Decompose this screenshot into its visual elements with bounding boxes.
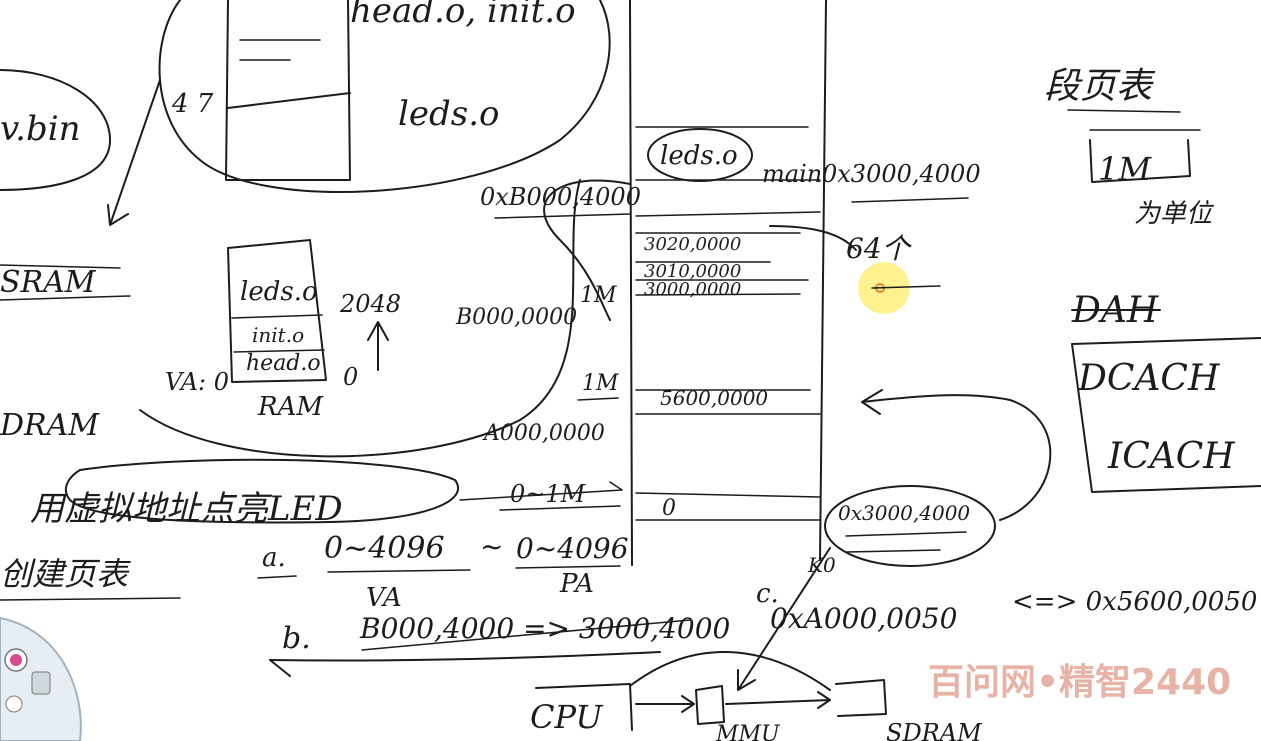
ram-row-init: init.o bbox=[252, 323, 304, 347]
pen-tool-wheel[interactable] bbox=[0, 616, 82, 741]
count-64: 64个 bbox=[846, 232, 913, 265]
left-oval bbox=[0, 69, 111, 191]
pen-icon[interactable] bbox=[31, 671, 51, 695]
memory-dividers bbox=[635, 126, 821, 521]
cpu-label: CPU bbox=[530, 698, 603, 736]
big-curve bbox=[139, 179, 581, 458]
addr-b000: B000,0000 bbox=[455, 305, 577, 330]
memory-column-right bbox=[819, 0, 827, 561]
label-1m-a: 1M bbox=[580, 283, 617, 308]
b-mapping: B000,4000 => 3000,4000 bbox=[359, 612, 730, 645]
right-unit: 为单位 bbox=[1134, 199, 1215, 229]
mmu-label: MMU bbox=[715, 722, 781, 741]
c-mark: c. bbox=[756, 579, 779, 609]
memory-column-left bbox=[629, 0, 633, 566]
mem-leds-label: leds.o bbox=[660, 141, 738, 171]
oval-addr: 0x3000,4000 bbox=[838, 501, 970, 525]
zero-label: 0 bbox=[343, 363, 358, 391]
c-result: <=> 0x5600,0050 bbox=[1012, 587, 1257, 617]
ram-label: RAM bbox=[257, 392, 324, 422]
label-va: VA bbox=[366, 583, 402, 613]
label-1m-b: 1M bbox=[582, 371, 619, 396]
label-pa: PA bbox=[559, 569, 594, 599]
addr-oval bbox=[824, 485, 996, 567]
top-label: head.o, init.o bbox=[350, 0, 576, 31]
top-block-box bbox=[225, 0, 351, 181]
arrow-a: ~ bbox=[480, 530, 503, 563]
right-icache: ICACH bbox=[1107, 436, 1235, 477]
mem-k0: K0 bbox=[807, 553, 836, 577]
addr-5600: 5600,0000 bbox=[660, 386, 768, 410]
sram-label: SRAM bbox=[0, 265, 97, 300]
bottom-line1: 用虚拟地址点亮LED bbox=[30, 489, 343, 529]
watermark: 百问网•精智2440 bbox=[928, 662, 1231, 703]
top-oval bbox=[158, 0, 611, 193]
mem-zero: 0 bbox=[662, 496, 676, 521]
b-mark: b. bbox=[282, 621, 311, 656]
ram-box bbox=[227, 239, 327, 383]
mmu-box bbox=[695, 685, 725, 725]
bottom-line2: 创建页表 bbox=[0, 555, 131, 593]
right-dcache: DCACH bbox=[1077, 358, 1220, 399]
bin-label: v.bin bbox=[0, 109, 81, 149]
c-addr: 0xA000,0050 bbox=[770, 602, 957, 635]
range-pa: 0~4096 bbox=[516, 532, 629, 565]
range-va: 0~4096 bbox=[324, 531, 445, 566]
addr-a000: A000,0000 bbox=[482, 421, 605, 446]
va-label: VA: 0 bbox=[165, 368, 229, 396]
mark-47: 4 7 bbox=[171, 89, 214, 119]
right-1m: 1M bbox=[1098, 150, 1152, 188]
cache-box bbox=[1071, 337, 1261, 493]
top-label-leds: leds.o bbox=[398, 94, 500, 134]
a-mark: a. bbox=[262, 543, 286, 573]
ram-row-head: head.o bbox=[246, 351, 321, 376]
size-label: 2048 bbox=[339, 290, 401, 318]
cpu-box bbox=[535, 683, 633, 731]
led-oval bbox=[64, 458, 460, 524]
sdram-box bbox=[835, 679, 887, 717]
ram-row-leds: leds.o bbox=[240, 277, 318, 307]
addr-3000: 3000,0000 bbox=[644, 279, 741, 300]
sdram-label: DRAM bbox=[0, 408, 100, 443]
addr-3020: 3020,0000 bbox=[644, 234, 741, 255]
eraser-icon[interactable] bbox=[5, 695, 23, 713]
sdram-label: SDRAM bbox=[886, 719, 983, 741]
right-title: 段页表 bbox=[1044, 66, 1156, 107]
addr-3010: 3010,0000 bbox=[644, 261, 741, 282]
mem-main-label: main bbox=[762, 160, 822, 188]
leds-oval bbox=[647, 128, 753, 182]
addr-main: 0x3000,4000 bbox=[822, 160, 981, 188]
